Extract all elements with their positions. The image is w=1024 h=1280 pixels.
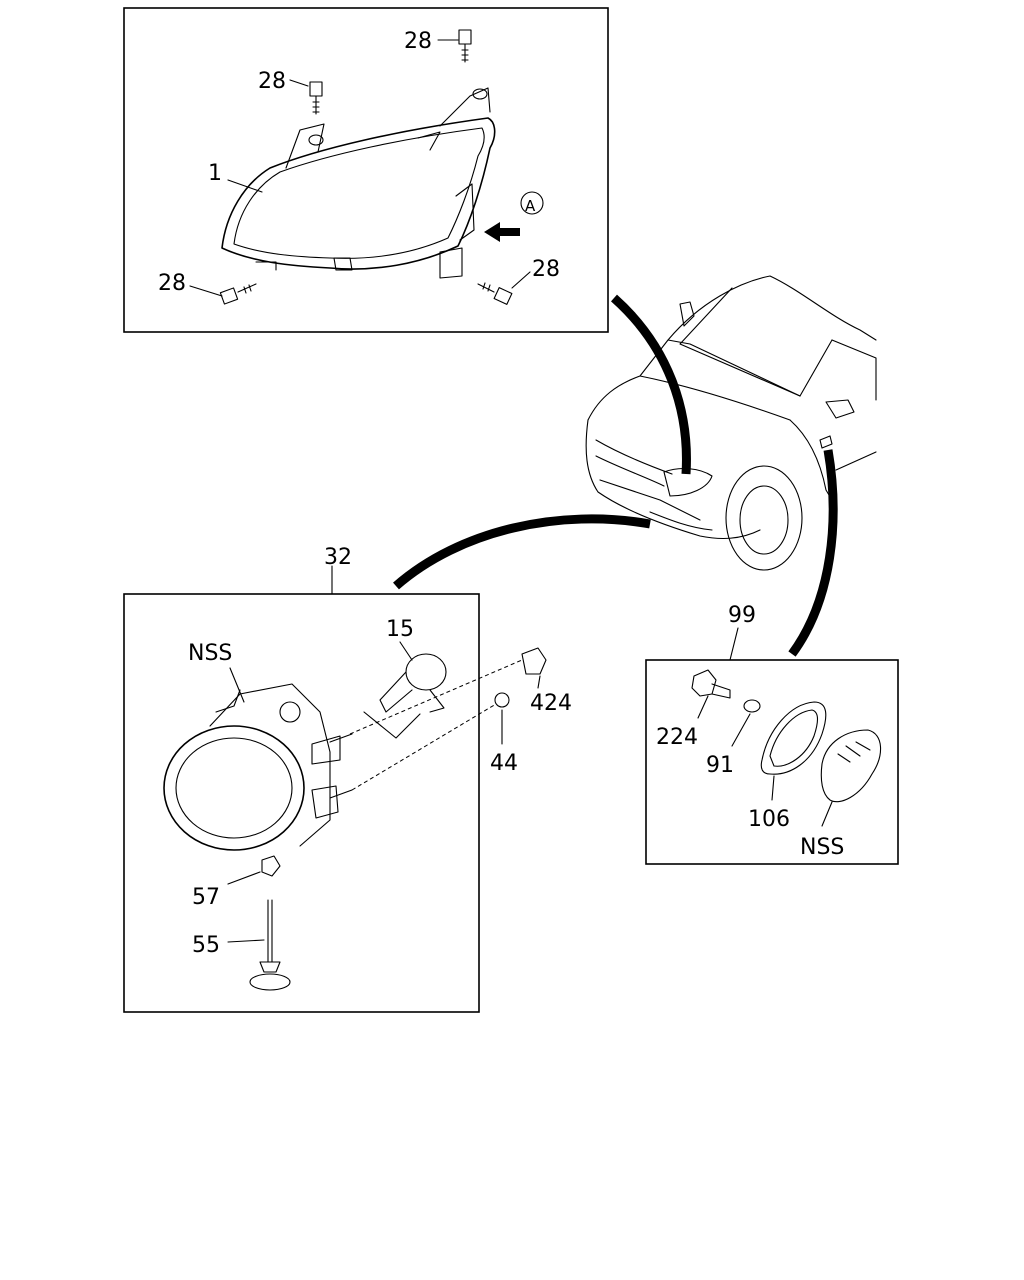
- fog-bulb: [379, 653, 447, 713]
- bolt-bottom-right: [477, 282, 513, 305]
- assembly-line-upper: [349, 659, 523, 735]
- callout-91: 91: [706, 753, 734, 778]
- vehicle-front-view: [585, 275, 877, 571]
- callout-28-bottom-left: 28: [158, 271, 186, 296]
- fog-lamp-body: [163, 683, 353, 851]
- bolt-bottom-left: [219, 283, 257, 305]
- leader-424: [537, 675, 541, 689]
- fog-nut-424: [521, 647, 547, 675]
- leader-106: [771, 775, 775, 801]
- bolt-top-right: [458, 29, 472, 63]
- marker-bulb: [743, 699, 761, 713]
- arc-headlamp-to-vehicle: [611, 294, 691, 475]
- side-marker-panel-frame: [645, 659, 899, 865]
- arc-marker-to-vehicle: [788, 449, 838, 657]
- callout-28-bottom-right: 28: [532, 257, 560, 282]
- callout-15: 15: [386, 617, 414, 642]
- fog-screw-55: [249, 899, 291, 991]
- leader-99: [729, 627, 739, 661]
- marker-gasket: [760, 701, 827, 775]
- callout-57: 57: [192, 885, 220, 910]
- leader-nss-marker: [821, 801, 833, 827]
- assembly-line-lower: [351, 703, 497, 791]
- callout-nss-fog: NSS: [188, 641, 232, 666]
- fog-lamp-panel-frame: [123, 593, 480, 1013]
- callout-55: 55: [192, 933, 220, 958]
- leader-28-bottom-right: [511, 271, 531, 289]
- headlamp-panel: 28 28 1 A 28 28: [123, 7, 609, 333]
- fog-clip-57: [261, 855, 281, 877]
- arc-fog-to-vehicle: [393, 514, 651, 590]
- callout-1: 1: [208, 161, 222, 186]
- fog-bolt-44: [494, 692, 510, 708]
- leader-55: [227, 939, 265, 943]
- callout-106: 106: [748, 807, 790, 832]
- leader-224: [697, 695, 709, 719]
- leader-nss-fog: [229, 667, 245, 703]
- callout-224: 224: [656, 725, 698, 750]
- callout-28-top-right: 28: [404, 29, 432, 54]
- callout-view-a: A: [525, 197, 536, 215]
- side-marker-panel: 99 224 91 106 NSS: [645, 603, 899, 865]
- assembly-line-bulb: [363, 711, 421, 739]
- leader-28-top-left: [289, 79, 309, 87]
- headlamp-housing: [221, 87, 496, 279]
- callout-nss-marker: NSS: [800, 835, 844, 860]
- callout-99: 99: [728, 603, 756, 628]
- bolt-top-left: [309, 81, 323, 115]
- callout-424: 424: [530, 691, 572, 716]
- marker-socket: [691, 669, 731, 699]
- view-a-arrow: [484, 191, 544, 242]
- headlamp-panel-frame: [123, 7, 609, 333]
- callout-28-top-left: 28: [258, 69, 286, 94]
- leader-91: [731, 713, 751, 747]
- callout-44: 44: [490, 751, 518, 776]
- leader-28-bottom-left: [189, 285, 223, 297]
- marker-lens: [820, 729, 882, 803]
- fog-lamp-panel: 32 15 NSS 424 44 57 55: [123, 545, 572, 1013]
- leader-15: [399, 641, 413, 661]
- callout-32: 32: [324, 545, 352, 570]
- view-a-circle: [520, 191, 544, 215]
- leader-57: [227, 871, 261, 885]
- leader-1: [227, 179, 263, 193]
